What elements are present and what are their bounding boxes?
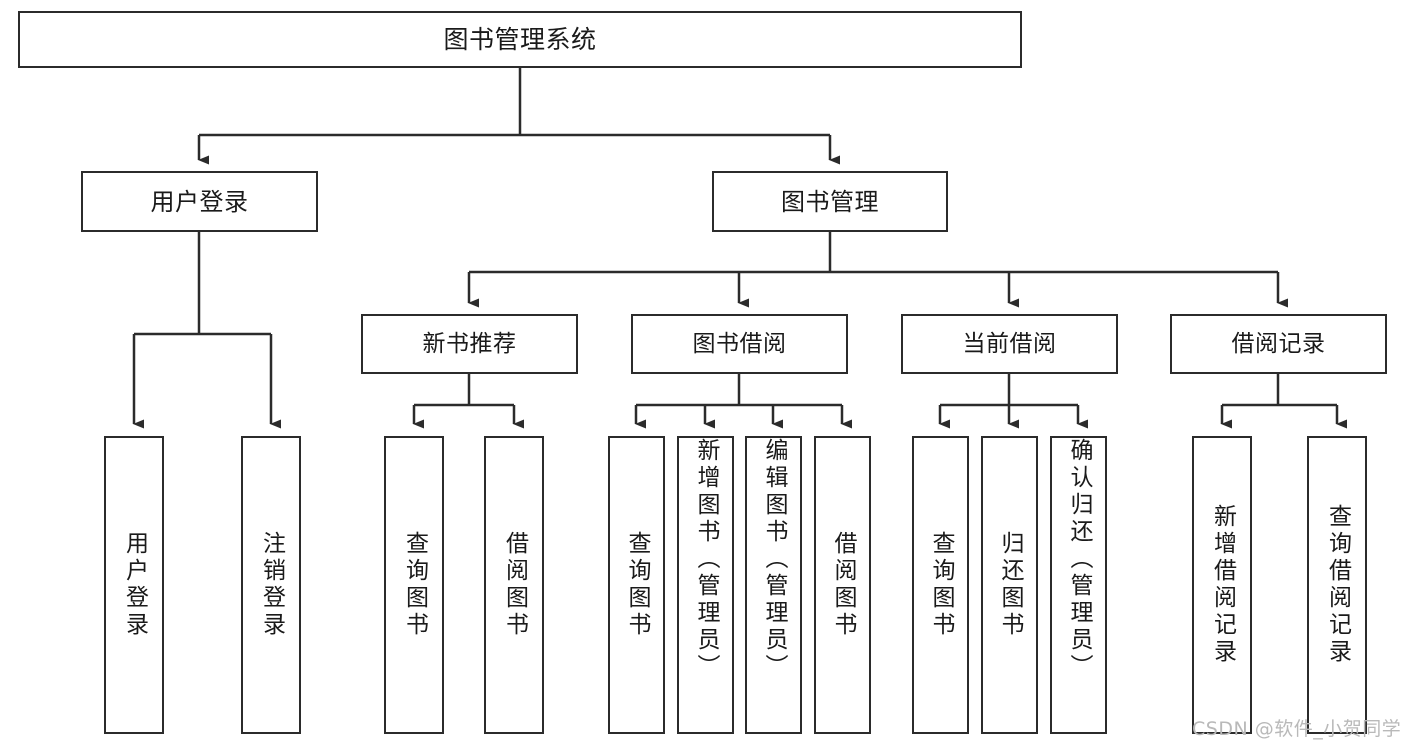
leaf-recommend-borrow-book[interactable]: 借阅图书 — [484, 436, 544, 734]
node-root-book-management-system[interactable]: 图书管理系统 — [18, 11, 1022, 68]
node-label: 图书管理 — [781, 187, 879, 216]
node-book-management[interactable]: 图书管理 — [712, 171, 948, 232]
node-label: 编辑图书（管理员） — [761, 438, 787, 681]
leaf-borrow-add-book-admin[interactable]: 新增图书（管理员） — [677, 436, 734, 734]
node-current-borrow[interactable]: 当前借阅 — [901, 314, 1118, 374]
leaf-record-add-record[interactable]: 新增借阅记录 — [1192, 436, 1252, 734]
node-label: 借阅图书 — [501, 531, 528, 639]
node-label: 图书管理系统 — [443, 25, 597, 54]
node-label: 当前借阅 — [962, 330, 1057, 357]
csdn-watermark: CSDN @软件_小贺同学 — [1192, 718, 1402, 740]
leaf-recommend-query-book[interactable]: 查询图书 — [384, 436, 444, 734]
leaf-borrow-edit-book-admin[interactable]: 编辑图书（管理员） — [745, 436, 802, 734]
node-user-login[interactable]: 用户登录 — [81, 171, 318, 232]
leaf-borrow-query-book[interactable]: 查询图书 — [608, 436, 665, 734]
node-label: 新增借阅记录 — [1209, 504, 1236, 666]
leaf-current-query-book[interactable]: 查询图书 — [912, 436, 969, 734]
node-label: 用户登录 — [150, 187, 249, 216]
node-label: 图书借阅 — [692, 330, 787, 357]
node-label: 借阅图书 — [830, 531, 856, 639]
leaf-borrow-lend-book[interactable]: 借阅图书 — [814, 436, 871, 734]
leaf-user-login-logout[interactable]: 注销登录 — [241, 436, 301, 734]
node-label: 注销登录 — [258, 531, 285, 639]
node-label: 查询图书 — [928, 531, 954, 639]
node-label: 归还图书 — [997, 531, 1023, 639]
node-label: 确认归还（管理员） — [1066, 438, 1092, 681]
node-borrow-record[interactable]: 借阅记录 — [1170, 314, 1387, 374]
node-label: 新书推荐 — [422, 330, 517, 357]
leaf-current-return-book[interactable]: 归还图书 — [981, 436, 1038, 734]
node-label: 借阅记录 — [1231, 330, 1326, 357]
node-label: 查询借阅记录 — [1324, 504, 1351, 666]
node-label: 查询图书 — [624, 531, 650, 639]
leaf-current-confirm-return-admin[interactable]: 确认归还（管理员） — [1050, 436, 1107, 734]
node-new-book-recommend[interactable]: 新书推荐 — [361, 314, 578, 374]
node-label: 用户登录 — [121, 531, 148, 639]
node-book-borrow[interactable]: 图书借阅 — [631, 314, 848, 374]
leaf-record-query-record[interactable]: 查询借阅记录 — [1307, 436, 1367, 734]
leaf-user-login-login[interactable]: 用户登录 — [104, 436, 164, 734]
node-label: 查询图书 — [401, 531, 428, 639]
node-label: 新增图书（管理员） — [693, 438, 719, 681]
